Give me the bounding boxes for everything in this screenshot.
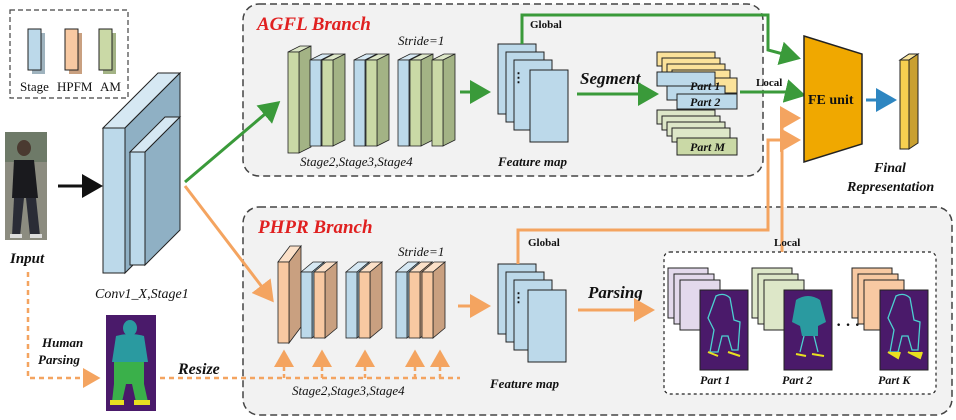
agfl-stages-label: Stage2,Stage3,Stage4	[300, 154, 413, 169]
agfl-part-1-label: Part 1	[690, 79, 720, 93]
agfl-feature-map: ⋮	[497, 43, 569, 143]
legend-label-stage: Stage	[20, 79, 49, 94]
phpr-part-k-label: Part K	[878, 373, 911, 387]
svg-text:⋮: ⋮	[512, 290, 525, 305]
fe-unit-label: FE unit	[808, 93, 854, 108]
phpr-global-label: Global	[528, 237, 560, 249]
phpr-feature-map: ⋮	[497, 263, 567, 363]
backbone-label: Conv1_X,Stage1	[95, 287, 189, 302]
phpr-stages-label: Stage2,Stage3,Stage4	[292, 383, 405, 398]
phpr-stage-blocks	[277, 244, 447, 345]
phpr-part-1	[667, 267, 749, 371]
agfl-part-m-label: Part M	[690, 140, 725, 154]
phpr-feature-map-label: Feature map	[489, 376, 559, 391]
svg-text:⋮: ⋮	[512, 70, 525, 85]
phpr-parts-ellipsis: · · ·	[836, 317, 860, 334]
input-image	[5, 132, 47, 240]
backbone-to-agfl-arrow	[184, 101, 281, 184]
phpr-parsing-label: Parsing	[587, 283, 643, 302]
agfl-feature-map-label: Feature map	[497, 154, 567, 169]
phpr-local-arrow	[780, 106, 801, 252]
agfl-global-arrow	[520, 13, 801, 65]
phpr-branch-title: PHPR Branch	[257, 217, 373, 238]
backbone-block	[101, 71, 182, 275]
agfl-parts	[656, 51, 738, 156]
human-parsing-label-line1: Human	[41, 335, 83, 350]
resize-label: Resize	[177, 361, 220, 378]
final-label-line1: Final	[873, 161, 906, 176]
phpr-stride-label: Stride=1	[398, 244, 444, 259]
phpr-part-1-label: Part 1	[700, 373, 730, 387]
agfl-part-2-label: Part 2	[690, 95, 720, 109]
agfl-branch-title: AGFL Branch	[256, 14, 371, 35]
agfl-global-label: Global	[530, 19, 562, 31]
agfl-local-label: Local	[756, 77, 782, 89]
agfl-stage-blocks	[287, 45, 456, 154]
final-representation-bar	[898, 53, 920, 150]
legend: Stage HPFM AM	[9, 9, 129, 99]
legend-label-hpfm: HPFM	[57, 79, 93, 94]
agfl-stride-label: Stride=1	[398, 33, 444, 48]
final-label-line2: Representation	[846, 180, 934, 195]
human-parsing-image	[106, 315, 156, 411]
phpr-local-label: Local	[774, 237, 800, 249]
phpr-global-arrow	[516, 128, 801, 264]
phpr-part-2-label: Part 2	[782, 373, 812, 387]
phpr-part-2	[751, 267, 833, 371]
input-label: Input	[9, 251, 45, 267]
backbone-to-phpr-arrow	[183, 185, 274, 303]
agfl-local-arrow	[740, 79, 806, 103]
legend-swatch-am	[98, 28, 116, 74]
legend-label-am: AM	[100, 79, 121, 94]
human-parsing-label-line2: Parsing	[38, 352, 80, 367]
agfl-segment-label: Segment	[580, 69, 642, 88]
legend-swatch-hpfm	[64, 28, 82, 74]
legend-swatch-stage	[27, 28, 45, 74]
phpr-part-k	[851, 267, 929, 371]
fe-unit	[803, 34, 863, 164]
